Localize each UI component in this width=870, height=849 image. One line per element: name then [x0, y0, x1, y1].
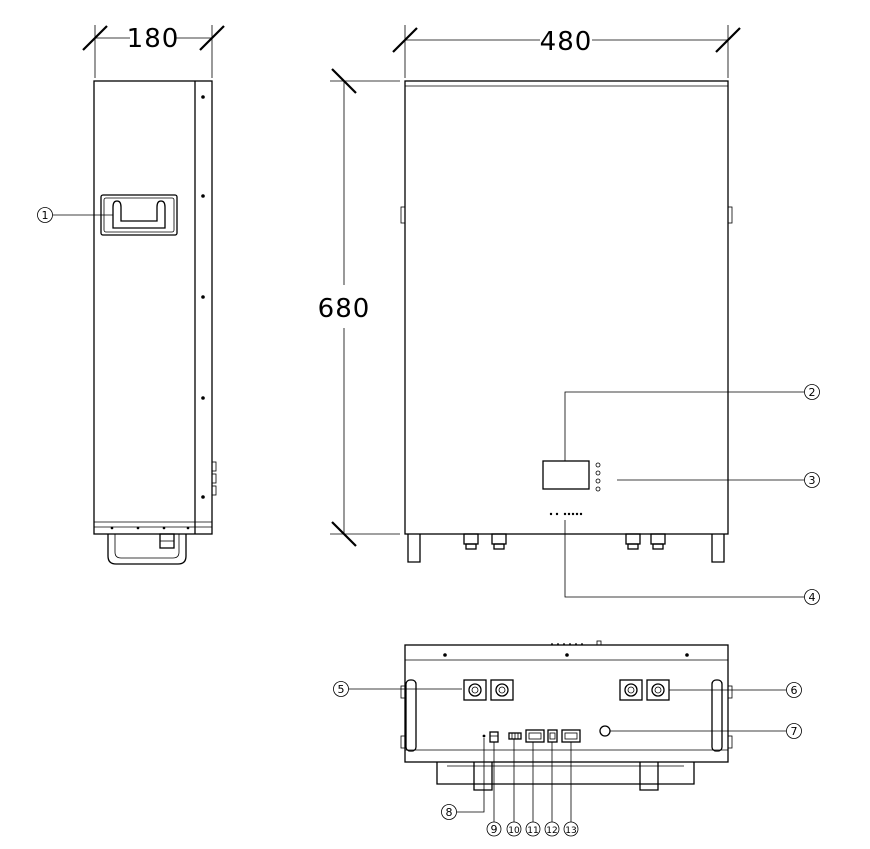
callout-6: 6: [669, 682, 802, 698]
svg-text:8: 8: [446, 806, 453, 819]
bottom-body: [404, 644, 729, 763]
callout-5: 5: [333, 681, 462, 697]
svg-text:9: 9: [491, 823, 498, 836]
svg-text:6: 6: [791, 684, 798, 697]
bottom-view: 5 6 7 8 9 10: [333, 640, 802, 837]
port-12: [547, 729, 558, 743]
callout-8: 8: [441, 738, 485, 820]
front-height-label: 680: [318, 294, 371, 324]
svg-text:4: 4: [809, 591, 816, 604]
svg-text:2: 2: [809, 386, 816, 399]
display-screen: [542, 460, 590, 490]
callout-9: 9: [486, 742, 502, 837]
svg-text:1: 1: [42, 209, 49, 222]
callout-13: 13: [563, 742, 579, 837]
power-terminals-right: [619, 679, 670, 701]
callout-3: 3: [617, 472, 820, 488]
side-body: [93, 80, 213, 535]
front-body: [404, 80, 729, 535]
dimension-side-width: 180: [82, 24, 225, 78]
port-8: [482, 734, 486, 738]
port-9: [489, 731, 499, 743]
callout-10: 10: [506, 739, 522, 837]
side-width-label: 180: [127, 24, 180, 54]
side-view: 180 1: [37, 24, 225, 565]
port-7: [599, 725, 611, 737]
callout-12: 12: [544, 742, 560, 837]
svg-text:5: 5: [338, 683, 345, 696]
svg-text:3: 3: [809, 474, 816, 487]
svg-text:7: 7: [791, 725, 798, 738]
front-width-label: 480: [540, 27, 593, 57]
svg-text:12: 12: [546, 826, 557, 836]
dimension-front-width: 480: [392, 25, 741, 78]
dimension-front-height: 680: [318, 68, 400, 547]
svg-text:10: 10: [508, 826, 520, 836]
front-view: 480 680: [318, 25, 820, 605]
svg-text:11: 11: [527, 826, 538, 836]
callout-7: 7: [610, 723, 802, 739]
svg-text:13: 13: [565, 826, 576, 836]
callout-1: 1: [37, 207, 113, 223]
callout-2: 2: [564, 384, 820, 461]
power-terminals-left: [463, 679, 514, 701]
front-connectors: [463, 533, 666, 550]
callout-4: 4: [564, 520, 820, 605]
callout-11: 11: [525, 742, 541, 837]
port-11: [525, 729, 545, 743]
